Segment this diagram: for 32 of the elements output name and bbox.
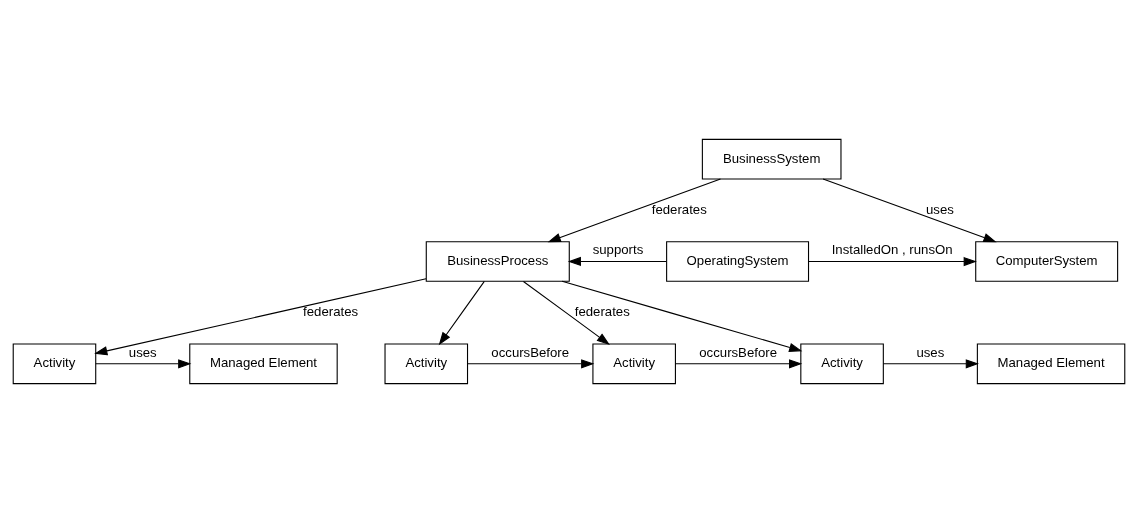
arrow bbox=[567, 256, 667, 266]
arrow bbox=[94, 277, 427, 355]
node-box: Activity bbox=[800, 342, 884, 384]
node-box: Activity bbox=[384, 342, 469, 384]
arrow bbox=[882, 358, 979, 368]
arrow bbox=[808, 256, 977, 266]
node-box: BusinessSystem bbox=[701, 138, 842, 180]
arrow bbox=[561, 280, 803, 352]
node-box: BusinessProcess bbox=[425, 240, 570, 282]
node-box: Managed Element bbox=[976, 342, 1126, 384]
edge-label: occursBefore bbox=[491, 344, 570, 360]
edge-label: federates bbox=[303, 303, 359, 319]
arrow bbox=[675, 358, 803, 368]
edge-label: federates bbox=[651, 201, 707, 217]
node-box: Activity bbox=[592, 342, 676, 384]
arrow bbox=[522, 280, 610, 345]
arrow bbox=[467, 358, 595, 368]
edge-label: federates bbox=[574, 303, 630, 319]
edge-label: uses bbox=[926, 201, 954, 217]
arrow bbox=[822, 177, 997, 242]
node-box: OperatingSystem bbox=[666, 240, 810, 282]
edge-label: occursBefore bbox=[699, 344, 777, 360]
arrow bbox=[438, 280, 485, 345]
node-box: Activity bbox=[12, 342, 97, 384]
arrow bbox=[547, 177, 722, 242]
edge-label: uses bbox=[128, 344, 157, 360]
node-box: ComputerSystem bbox=[975, 240, 1119, 282]
node-box: Managed Element bbox=[189, 342, 338, 384]
arrow bbox=[95, 358, 192, 368]
edge-label: uses bbox=[916, 344, 945, 360]
edge-label: InstalledOn , runsOn bbox=[831, 241, 953, 257]
edge-label: supports bbox=[592, 241, 644, 257]
